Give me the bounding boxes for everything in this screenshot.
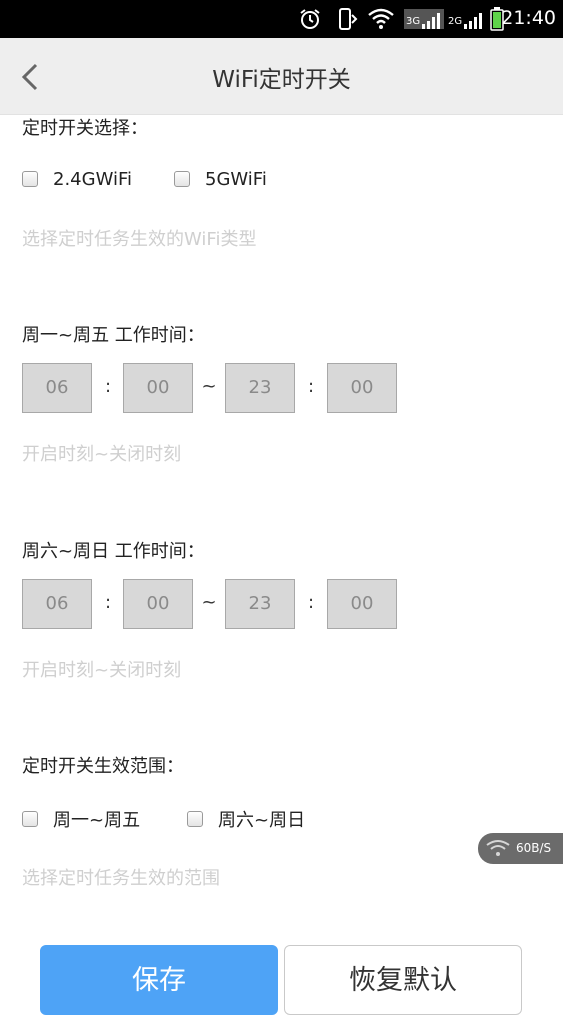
weekend-label: 周六~周日 工作时间： (22, 541, 205, 562)
weekday-end-minute[interactable]: 00 (327, 363, 397, 413)
option-5g-label: 5GWiFi (205, 168, 267, 190)
option-24g-wifi[interactable]: 2.4GWiFi (22, 167, 132, 191)
signal-bars-2g-icon (464, 13, 483, 29)
weekend-end-minute[interactable]: 00 (327, 579, 397, 629)
weekend-colon-2: : (307, 592, 315, 613)
option-weekend-label: 周六~周日 (218, 810, 306, 831)
checkbox-weekend[interactable] (187, 811, 203, 827)
status-time: 21:40 (501, 7, 556, 29)
cellular-3g-indicator: 3G (404, 9, 444, 29)
status-bar: 3G 2G 21:40 (0, 0, 563, 38)
weekday-colon-2: : (307, 376, 315, 397)
cellular-2g-indicator: 2G (448, 9, 484, 29)
wifi-icon (486, 840, 510, 856)
chevron-left-icon[interactable] (18, 62, 44, 92)
reset-default-button[interactable]: 恢复默认 (284, 945, 522, 1015)
weekday-hint: 开启时刻~关闭时刻 (22, 444, 182, 465)
save-button[interactable]: 保存 (40, 945, 278, 1015)
wifi-select-label: 定时开关选择： (22, 118, 148, 139)
option-weekday-range[interactable]: 周一~周五 (22, 807, 140, 831)
weekend-tilde: ~ (201, 592, 217, 613)
network-2g-label: 2G (448, 16, 463, 27)
wifi-signal-icon (368, 8, 394, 29)
checkbox-24g[interactable] (22, 171, 38, 187)
speed-text: 60B/S (516, 841, 552, 855)
checkbox-5g[interactable] (174, 171, 190, 187)
page-title: WiFi定时开关 (212, 67, 351, 93)
option-24g-label: 2.4GWiFi (53, 168, 133, 190)
weekend-start-minute[interactable]: 00 (123, 579, 193, 629)
app-header: WiFi定时开关 (0, 38, 563, 115)
phone-vibrate-icon (339, 8, 358, 30)
range-label: 定时开关生效范围： (22, 756, 184, 777)
alarm-clock-icon (300, 9, 320, 29)
checkbox-weekday[interactable] (22, 811, 38, 827)
weekday-colon-1: : (104, 376, 112, 397)
weekend-end-hour[interactable]: 23 (225, 579, 295, 629)
wifi-select-hint: 选择定时任务生效的WiFi类型 (22, 229, 257, 250)
option-weekday-label: 周一~周五 (53, 810, 141, 831)
weekday-start-minute[interactable]: 00 (123, 363, 193, 413)
option-5g-wifi[interactable]: 5GWiFi (174, 167, 267, 191)
network-speed-widget[interactable]: 60B/S (478, 833, 563, 864)
weekend-start-hour[interactable]: 06 (22, 579, 92, 629)
battery-icon (490, 7, 504, 31)
network-3g-label: 3G (406, 16, 421, 27)
range-hint: 选择定时任务生效的范围 (22, 868, 220, 889)
weekday-end-hour[interactable]: 23 (225, 363, 295, 413)
weekday-tilde: ~ (201, 376, 217, 397)
weekend-colon-1: : (104, 592, 112, 613)
signal-bars-icon (422, 13, 441, 29)
weekend-hint: 开启时刻~关闭时刻 (22, 660, 182, 681)
weekday-label: 周一~周五 工作时间： (22, 325, 205, 346)
option-weekend-range[interactable]: 周六~周日 (187, 807, 305, 831)
weekday-start-hour[interactable]: 06 (22, 363, 92, 413)
